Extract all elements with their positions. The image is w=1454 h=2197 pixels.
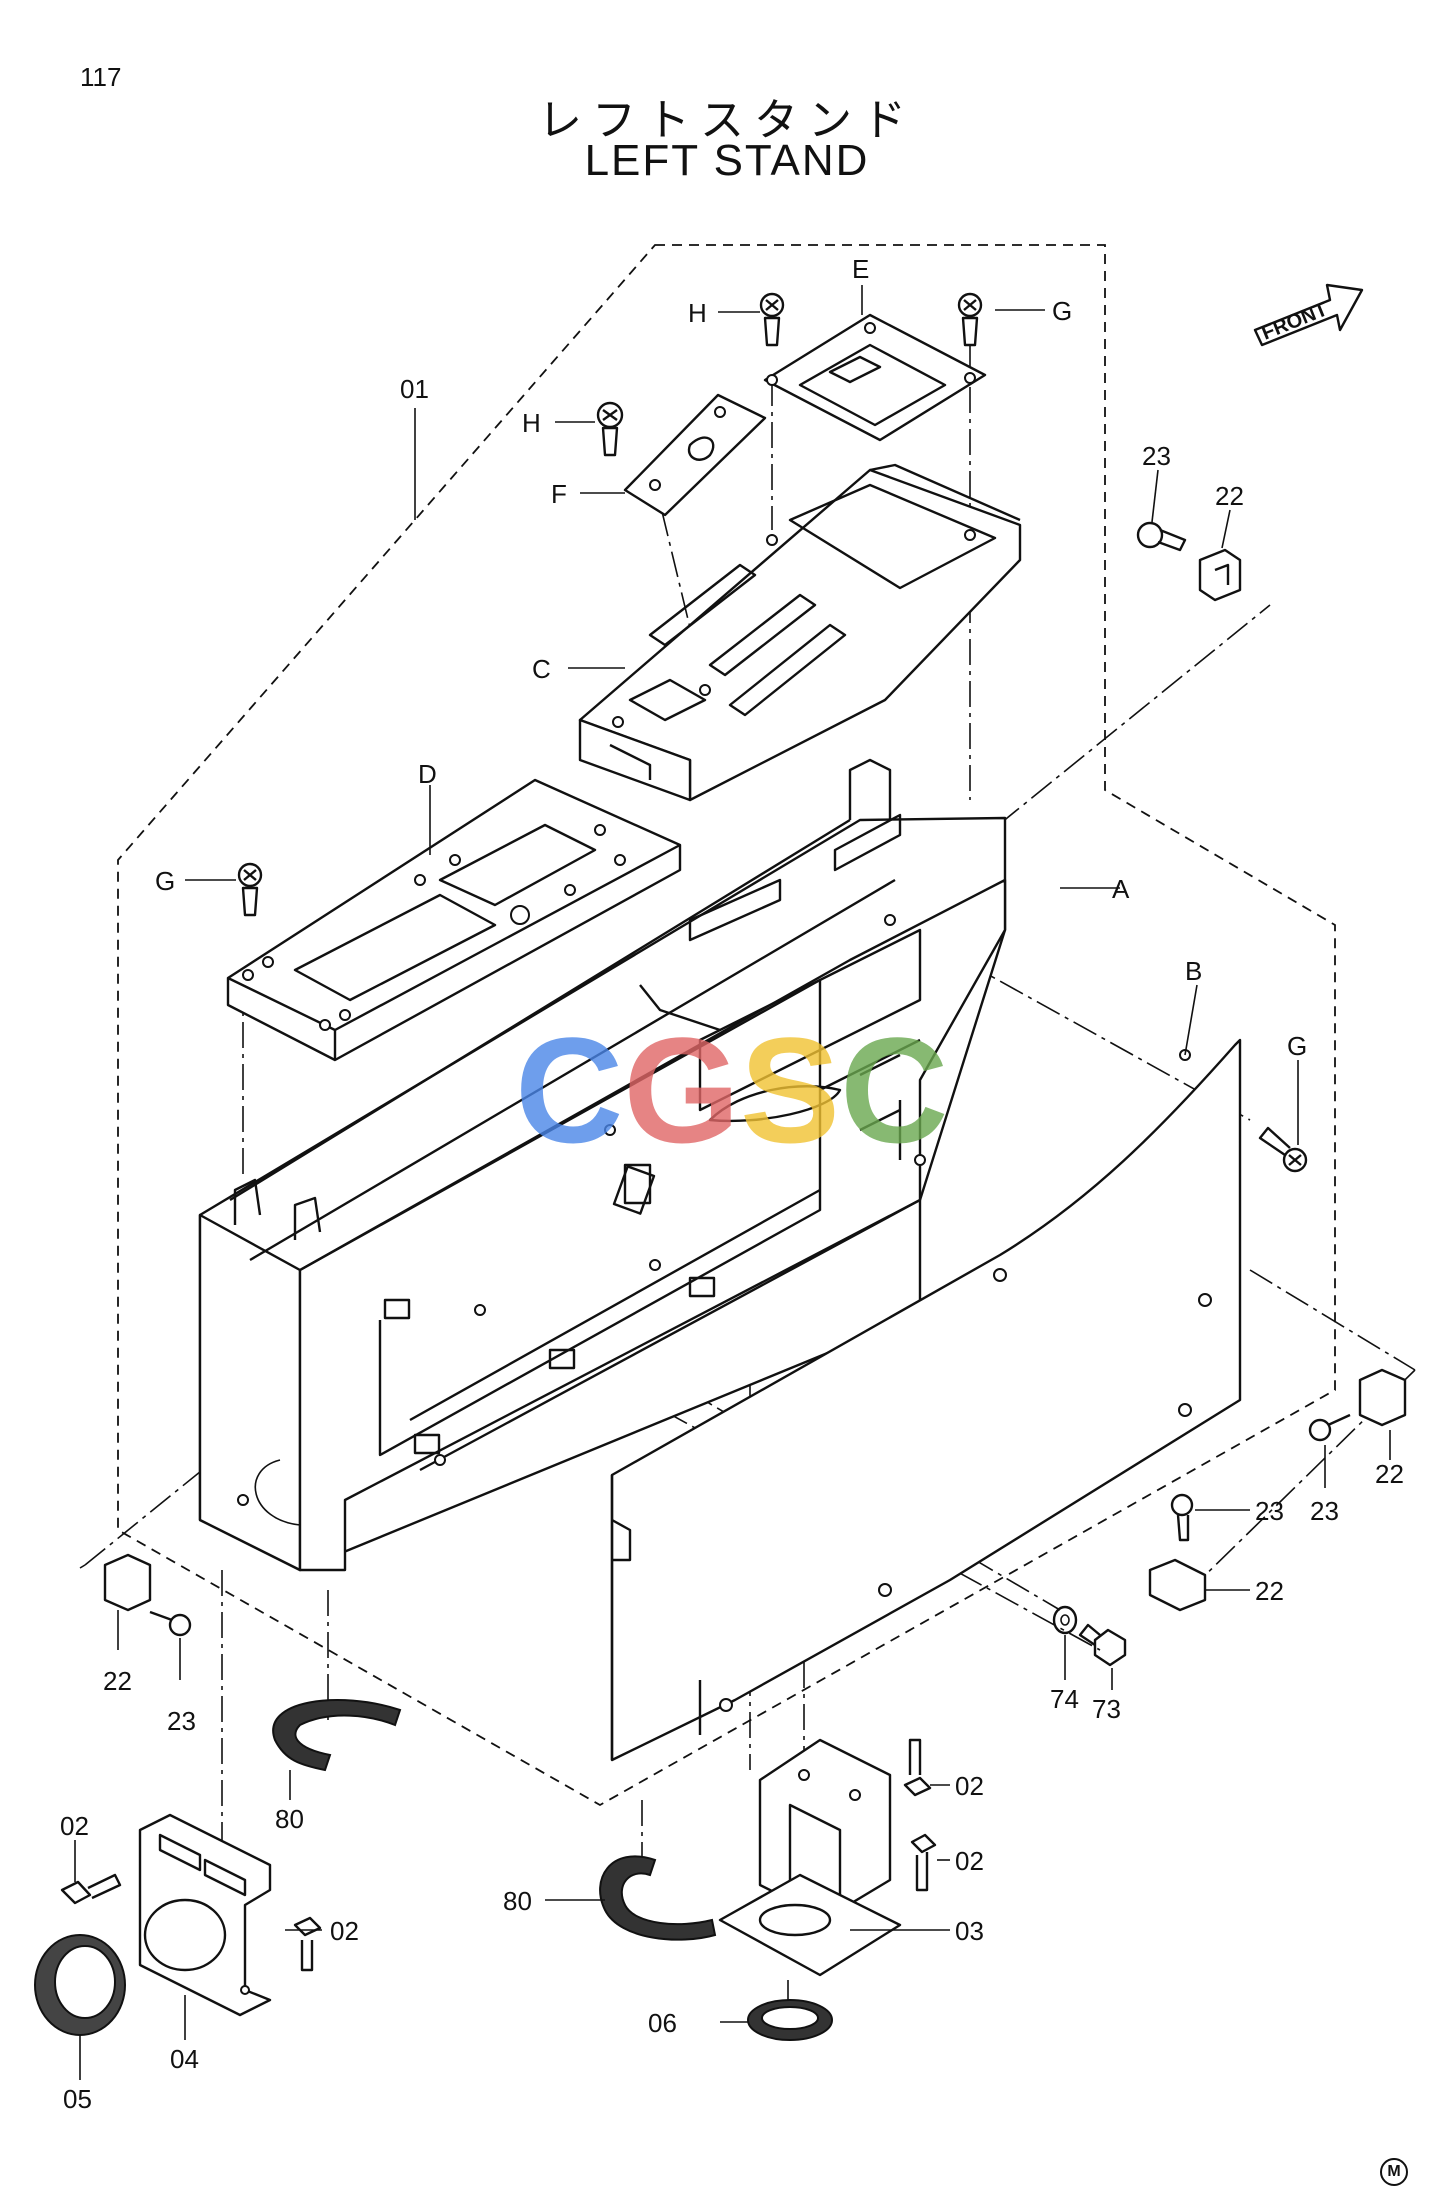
maker-mark: M <box>1380 2158 1408 2186</box>
washer-74-icon <box>1052 1605 1078 1635</box>
label-22-left: 22 <box>103 1666 132 1696</box>
part-b-side-panel <box>610 1038 1242 1762</box>
part-f-small-plate <box>623 393 767 517</box>
clip-22-lower-right-icon <box>1148 1558 1207 1612</box>
seal-strip-80-upper-icon <box>272 1699 402 1772</box>
screw-23-right-icon <box>1308 1413 1351 1442</box>
bolt-g-left-icon <box>237 862 263 917</box>
bolt-g-right-icon <box>1258 1126 1308 1173</box>
label-03: 03 <box>955 1916 984 1946</box>
watermark-logo: CGSC <box>515 1006 948 1174</box>
title-english: LEFT STAND <box>584 136 870 185</box>
screw-23-left-icon <box>149 1610 192 1637</box>
label-74: 74 <box>1050 1684 1079 1714</box>
label-02-center: 02 <box>330 1916 359 1946</box>
label-02-bracket-lower: 02 <box>955 1846 984 1876</box>
label-g-top: G <box>1052 296 1072 326</box>
label-23-left: 23 <box>167 1706 196 1736</box>
label-g-left: G <box>155 866 175 896</box>
label-g-right: G <box>1287 1031 1307 1061</box>
label-leader-lines <box>74 285 1391 2080</box>
label-h-left: H <box>522 408 541 438</box>
bolt-h-top-icon <box>759 292 785 347</box>
label-22-top-right: 22 <box>1215 481 1244 511</box>
bolt-02-bracket-upper-icon <box>903 1738 932 1797</box>
assembly-boundary-01 <box>117 244 1336 1807</box>
label-e: E <box>852 254 869 284</box>
label-b: B <box>1185 956 1202 986</box>
label-22-lower-right: 22 <box>1255 1576 1284 1606</box>
label-23-lower-right: 23 <box>1255 1496 1284 1526</box>
label-c: C <box>532 654 551 684</box>
label-22-right: 22 <box>1375 1459 1404 1489</box>
part-d-top-plate <box>226 778 682 1062</box>
page-number: 117 <box>80 62 122 92</box>
bolt-h-left-icon <box>596 401 624 457</box>
screw-23-lower-right-icon <box>1170 1493 1194 1542</box>
bolt-73-icon <box>1078 1623 1127 1667</box>
label-80-upper: 80 <box>275 1804 304 1834</box>
label-01: 01 <box>400 374 429 404</box>
grommet-06-icon <box>747 1999 833 2041</box>
label-80-lower: 80 <box>503 1886 532 1916</box>
label-73: 73 <box>1092 1694 1121 1724</box>
label-h-top: H <box>688 298 707 328</box>
part-04-bracket <box>138 1813 272 2017</box>
part-labels: 01 A B C D E F G G G H H 22 23 22 23 22 … <box>60 254 1404 2114</box>
label-02-left: 02 <box>60 1811 89 1841</box>
title-japanese: レフトスタンド <box>538 95 916 146</box>
front-direction-arrow-icon: FRONT <box>1253 283 1364 347</box>
label-a: A <box>1112 874 1130 904</box>
label-d: D <box>418 759 437 789</box>
clip-22-right-icon <box>1358 1368 1407 1427</box>
label-02-bracket-upper: 02 <box>955 1771 984 1801</box>
seal-strip-80-lower-icon <box>599 1855 717 1941</box>
part-e-cover-plate <box>763 313 987 442</box>
front-label: FRONT <box>1259 298 1331 344</box>
screw-23-top-right-icon <box>1136 521 1187 552</box>
bolt-02-bracket-lower-icon <box>910 1833 937 1892</box>
bolt-02-center-icon <box>293 1916 322 1972</box>
seal-05-icon <box>34 1934 126 2036</box>
label-05: 05 <box>63 2084 92 2114</box>
clip-22-left-icon <box>103 1553 152 1612</box>
label-23-right: 23 <box>1310 1496 1339 1526</box>
bolt-g-top-right-icon <box>957 292 983 347</box>
label-f: F <box>551 479 567 509</box>
part-a-stand-body <box>198 758 1007 1572</box>
part-03-bracket <box>718 1738 902 1977</box>
watermark-text: CGSC <box>515 1006 948 1174</box>
clip-22-top-right-icon <box>1198 548 1242 602</box>
label-06: 06 <box>648 2008 677 2038</box>
label-04: 04 <box>170 2044 199 2074</box>
bolt-02-left-icon <box>60 1873 122 1905</box>
label-23-top-right: 23 <box>1142 441 1171 471</box>
part-c-console-cover <box>578 463 1022 802</box>
